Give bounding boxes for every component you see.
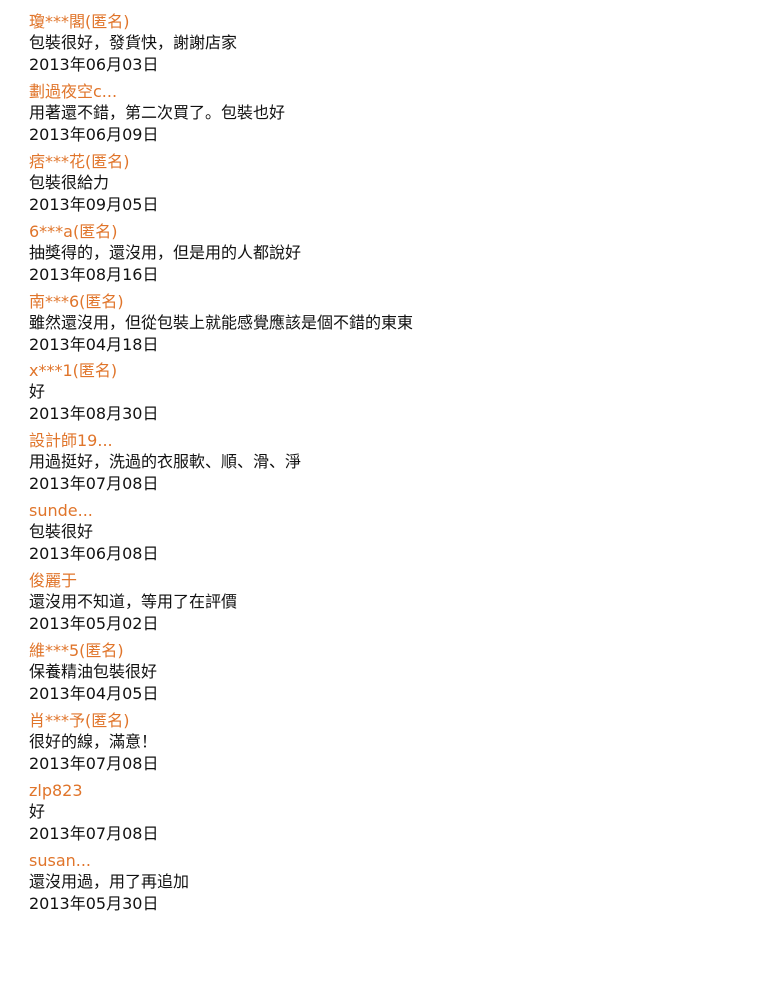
review-date: 2013年06月08日: [29, 544, 159, 564]
reviewer-name[interactable]: 瓊***閣(匿名): [29, 12, 130, 31]
reviewer-name[interactable]: 俊麗于: [29, 571, 78, 591]
review-item: 設計師19... 用過挺好，洗過的衣服軟、順、滑、淨 2013年07月08日: [29, 429, 749, 499]
review-item: 俊麗于 還沒用不知道，等用了在評價 2013年05月02日: [29, 569, 749, 639]
review-comment: 好: [29, 382, 46, 402]
review-date: 2013年04月05日: [29, 684, 159, 704]
review-comment: 保養精油包裝很好: [29, 662, 158, 682]
review-item: susan... 還沒用過，用了再追加 2013年05月30日: [29, 849, 749, 919]
review-item: 6***a(匿名) 抽獎得的，還沒用，但是用的人都說好 2013年08月16日: [29, 220, 749, 290]
reviewer-name[interactable]: 劃過夜空c...: [29, 81, 118, 101]
review-item: 劃過夜空c... 用著還不錯，第二次買了。包裝也好 2013年06月09日: [29, 80, 749, 150]
review-comment: 抽獎得的，還沒用，但是用的人都說好: [29, 242, 302, 262]
review-date: 2013年09月05日: [29, 194, 159, 214]
reviewer-name[interactable]: 南***6(匿名): [29, 291, 124, 311]
reviewer-name[interactable]: 痞***花(匿名): [29, 151, 130, 171]
review-item: 維***5(匿名) 保養精油包裝很好 2013年04月05日: [29, 639, 749, 709]
review-date: 2013年08月30日: [29, 404, 159, 424]
review-list: 瓊***閣(匿名) 包裝很好，發貨快，謝謝店家 2013年06月03日 劃過夜空…: [29, 10, 749, 919]
reviewer-name[interactable]: x***1(匿名): [29, 361, 118, 381]
review-item: 南***6(匿名) 雖然還沒用，但從包裝上就能感覺應該是個不錯的東東 2013年…: [29, 290, 749, 360]
review-item: 肖***予(匿名) 很好的線，滿意！ 2013年07月08日: [29, 709, 749, 779]
review-item: 瓊***閣(匿名) 包裝很好，發貨快，謝謝店家 2013年06月03日: [29, 10, 749, 80]
review-comment: 包裝很好，發貨快，謝謝店家: [29, 33, 238, 52]
review-comment: 包裝很好: [29, 522, 94, 542]
review-comment: 很好的線，滿意！: [29, 731, 158, 751]
reviewer-name[interactable]: sunde...: [29, 501, 93, 521]
review-date: 2013年08月16日: [29, 264, 159, 284]
review-comment: 用著還不錯，第二次買了。包裝也好: [29, 102, 286, 122]
review-date: 2013年05月30日: [29, 893, 159, 913]
reviewer-name[interactable]: 維***5(匿名): [29, 641, 124, 661]
review-comment: 還沒用過，用了再追加: [29, 871, 190, 891]
review-item: x***1(匿名) 好 2013年08月30日: [29, 359, 749, 429]
review-item: 痞***花(匿名) 包裝很給力 2013年09月05日: [29, 150, 749, 220]
review-date: 2013年06月09日: [29, 124, 159, 144]
review-date: 2013年04月18日: [29, 334, 159, 354]
review-item: zlp823 好 2013年07月08日: [29, 779, 749, 849]
review-comment: 雖然還沒用，但從包裝上就能感覺應該是個不錯的東東: [29, 312, 414, 332]
review-date: 2013年06月03日: [29, 55, 159, 74]
review-date: 2013年07月08日: [29, 823, 159, 843]
review-comment: 用過挺好，洗過的衣服軟、順、滑、淨: [29, 452, 302, 472]
reviewer-name[interactable]: susan...: [29, 850, 92, 870]
review-item: sunde... 包裝很好 2013年06月08日: [29, 499, 749, 569]
reviewer-name[interactable]: 6***a(匿名): [29, 221, 118, 241]
review-comment: 好: [29, 801, 46, 821]
reviewer-name[interactable]: 設計師19...: [29, 431, 113, 451]
review-comment: 包裝很給力: [29, 172, 110, 192]
reviewer-name[interactable]: 肖***予(匿名): [29, 710, 130, 730]
review-date: 2013年05月02日: [29, 614, 159, 634]
review-comment: 還沒用不知道，等用了在評價: [29, 592, 238, 612]
reviewer-name[interactable]: zlp823: [29, 780, 83, 800]
review-date: 2013年07月08日: [29, 753, 159, 773]
review-date: 2013年07月08日: [29, 474, 159, 494]
